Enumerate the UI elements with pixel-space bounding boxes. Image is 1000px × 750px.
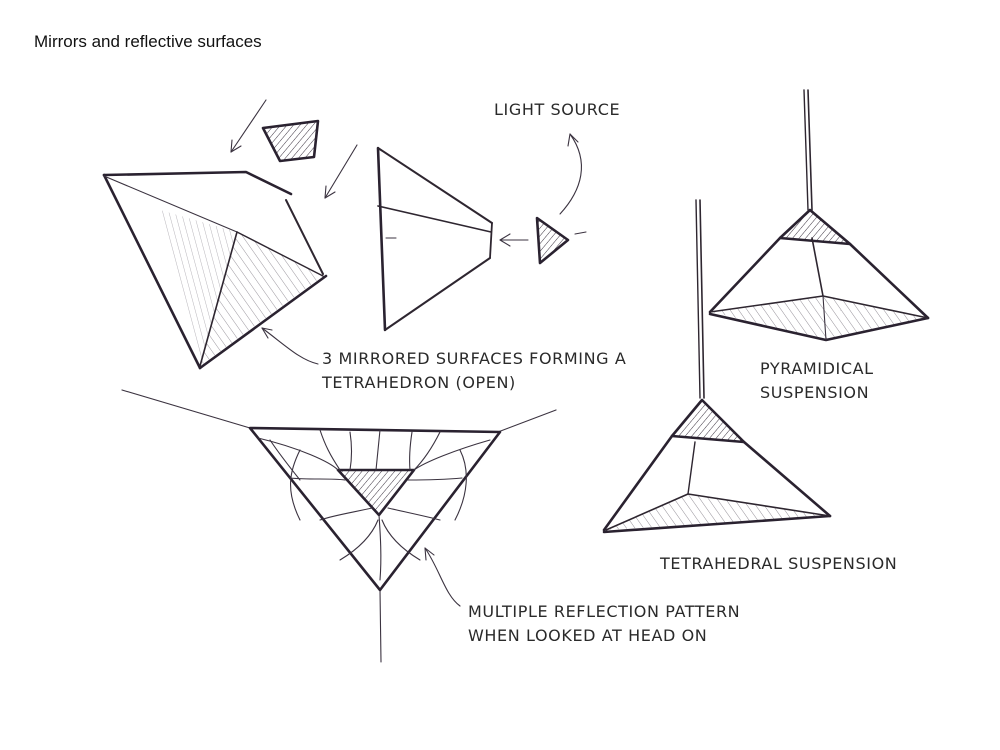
page-title: Mirrors and reflective surfaces xyxy=(34,32,262,51)
tetrahedral-suspension-label: TETRAHEDRAL SUSPENSION xyxy=(660,554,898,573)
light-source-label: LIGHT SOURCE xyxy=(494,100,621,119)
open-tetrahedron-sketch xyxy=(102,170,328,370)
light-source-sketch xyxy=(535,133,587,265)
reflection-pattern-label: MULTIPLE REFLECTION PATTERN WHEN LOOKED … xyxy=(468,602,741,645)
side-view-sketch xyxy=(376,146,529,332)
small-mirror-sketch xyxy=(230,99,358,199)
tetrahedral-suspension-sketch xyxy=(602,199,832,534)
reflection-pattern-sketch xyxy=(121,389,557,663)
pyramidical-suspension-label: PYRAMIDICAL SUSPENSION xyxy=(760,359,874,402)
mirrored-surfaces-label: 3 MIRRORED SURFACES FORMING A TETRAHEDRO… xyxy=(322,349,627,392)
pyramidical-suspension-sketch xyxy=(708,89,930,342)
